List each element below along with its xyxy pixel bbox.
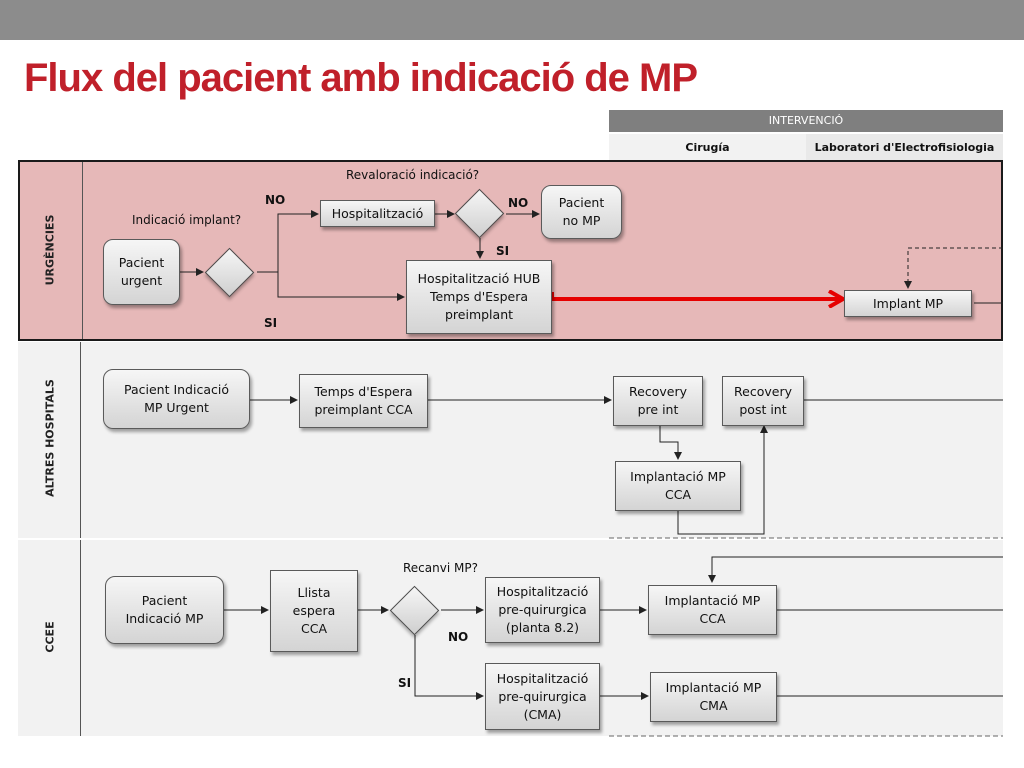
label-si: SI <box>264 316 278 330</box>
lane-divider <box>80 540 81 736</box>
label-si: SI <box>398 676 412 690</box>
label-no: NO <box>265 193 286 207</box>
header-intervencio: INTERVENCIÓ <box>609 110 1003 132</box>
node-hospitalitzacio-planta: Hospitalització pre-quirurgica (planta 8… <box>485 577 600 643</box>
label-revaloracio: Revaloració indicació? <box>346 168 480 182</box>
slide-title: Flux del pacient amb indicació de MP <box>24 56 698 100</box>
header-cirugia: Cirugía <box>609 134 806 160</box>
node-implantacio-cma: Implantació MP CMA <box>650 672 777 722</box>
lane-label-urgencies: URGÈNCIES <box>43 214 57 286</box>
node-hospitalitzacio-cma: Hospitalització pre-quirurgica (CMA) <box>485 663 600 730</box>
label-no: NO <box>508 196 529 210</box>
lane-divider <box>82 162 83 339</box>
node-implantacio-cca-altres: Implantació MP CCA <box>615 461 741 511</box>
node-hospitalitzacio-hub: Hospitalització HUB Temps d'Espera preim… <box>406 260 552 334</box>
node-recovery-post: Recovery post int <box>722 376 804 426</box>
lane-label-ccee: CCEE <box>43 621 57 653</box>
lane-label-altres: ALTRES HOSPITALS <box>43 379 57 497</box>
node-hospitalitzacio: Hospitalització <box>320 200 435 227</box>
node-llista-espera-cca: Llista espera CCA <box>270 570 358 652</box>
node-pacient-no-mp: Pacient no MP <box>541 185 622 239</box>
node-pacient-indicacio-mp: Pacient Indicació MP <box>105 576 224 644</box>
label-recanvi: Recanvi MP? <box>403 561 478 575</box>
label-indicacio-implant: Indicació implant? <box>132 213 242 227</box>
top-bar <box>0 0 1024 40</box>
label-no: NO <box>448 630 469 644</box>
node-pacient-urgent: Pacient urgent <box>103 239 180 305</box>
lane-divider <box>80 342 81 538</box>
node-recovery-pre: Recovery pre int <box>613 376 703 426</box>
node-pacient-indicacio-urgent: Pacient Indicació MP Urgent <box>103 369 250 429</box>
header-laboratori: Laboratori d'Electrofisiologia <box>806 134 1003 160</box>
node-implant-mp: Implant MP <box>844 290 972 317</box>
node-temps-espera-cca: Temps d'Espera preimplant CCA <box>299 374 428 428</box>
label-si: SI <box>496 244 510 258</box>
node-implantacio-cca: Implantació MP CCA <box>648 585 777 635</box>
